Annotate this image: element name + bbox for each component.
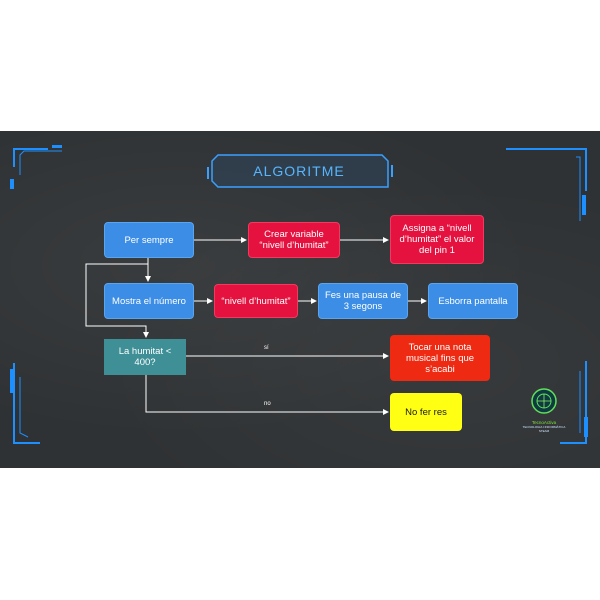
corner-bracket-top-right <box>506 148 587 221</box>
node-mostra-numero: Mostra el número <box>104 283 194 319</box>
edge-label-no: no <box>264 401 271 407</box>
node-tocar-nota: Tocar una nota musical fins que s’acabi <box>390 335 490 381</box>
logo-name: TecnoActiva <box>531 420 557 425</box>
corner-bracket-top-left <box>10 145 62 189</box>
logo-tagline: TECNOLOGIA I INFORMÀTICA STEAM <box>522 425 566 433</box>
slide: ALGORITME Per sempre Crear variable “niv… <box>0 131 600 468</box>
node-esborra: Esborra pantalla <box>428 283 518 319</box>
decorative-frame <box>10 145 588 444</box>
corner-bracket-bottom-left <box>10 363 40 444</box>
title-frame <box>207 154 393 188</box>
title: ALGORITME <box>253 163 345 179</box>
node-assigna: Assigna a “nivell d’humitat” el valor de… <box>390 215 484 264</box>
flow-connectors <box>85 237 427 415</box>
node-no-fer-res: No fer res <box>390 393 462 431</box>
edge-label-yes: sí <box>264 345 269 351</box>
logo: TecnoActiva TECNOLOGIA I INFORMÀTICA STE… <box>519 388 569 434</box>
node-pausa: Fes una pausa de 3 segons <box>318 283 408 319</box>
corner-bracket-bottom-right <box>560 361 588 444</box>
node-per-sempre: Per sempre <box>104 222 194 258</box>
arrow-no <box>145 375 389 415</box>
node-condicio: La humitat < 400? <box>104 339 186 375</box>
node-nivell-humitat: “nivell d’humitat” <box>214 284 298 318</box>
arrow-loop-to-condition <box>85 263 149 338</box>
logo-emblem-icon <box>531 388 557 414</box>
node-crear-variable: Crear variable “nivell d’humitat” <box>248 222 340 258</box>
